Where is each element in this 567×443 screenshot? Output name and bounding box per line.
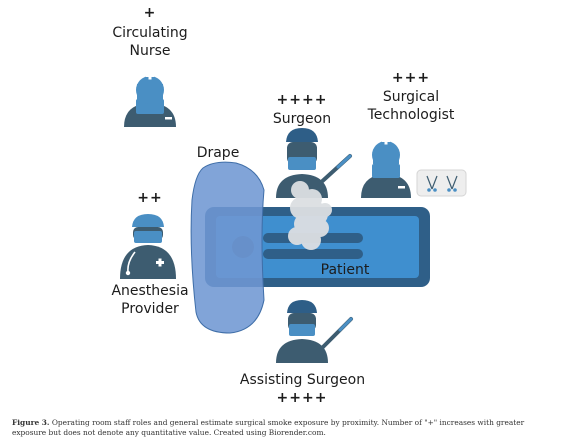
surgeon-figure bbox=[276, 128, 352, 198]
drape bbox=[190, 161, 265, 334]
surgeon-label: Surgeon bbox=[272, 111, 332, 127]
drape-label: Drape bbox=[196, 145, 240, 161]
anesthesia-provider-label-line2: Provider bbox=[121, 301, 179, 317]
circulating-nurse-label-line2: Nurse bbox=[129, 43, 171, 59]
circulating-nurse-figure bbox=[124, 71, 176, 127]
anesthesia-provider-exposure: ++ bbox=[137, 190, 163, 206]
figure-caption-text: Operating room staff roles and general e… bbox=[12, 418, 525, 437]
circulating-nurse-label-line1: Circulating bbox=[112, 25, 188, 41]
circulating-nurse-exposure: + bbox=[143, 5, 157, 21]
anesthesia-provider-figure bbox=[120, 214, 176, 279]
surgical-smoke bbox=[288, 181, 332, 250]
assisting-surgeon-figure bbox=[276, 300, 353, 363]
assisting-surgeon-label: Assisting Surgeon bbox=[239, 372, 366, 388]
figure-caption-label: Figure 3. bbox=[12, 418, 50, 427]
surgical-technologist-label-line1: Surgical bbox=[382, 89, 440, 105]
patient-label: Patient bbox=[320, 262, 370, 278]
figure-caption: Figure 3. Operating room staff roles and… bbox=[12, 418, 557, 438]
surgeon-exposure: ++++ bbox=[276, 92, 328, 108]
surgical-technologist-figure bbox=[361, 136, 411, 198]
surgical-technologist-exposure: +++ bbox=[391, 70, 431, 86]
surgical-technologist-label-line2: Technologist bbox=[367, 107, 455, 123]
anesthesia-provider-label-line1: Anesthesia bbox=[111, 283, 189, 299]
instrument-tray bbox=[416, 169, 467, 197]
assisting-surgeon-exposure: ++++ bbox=[276, 390, 328, 406]
